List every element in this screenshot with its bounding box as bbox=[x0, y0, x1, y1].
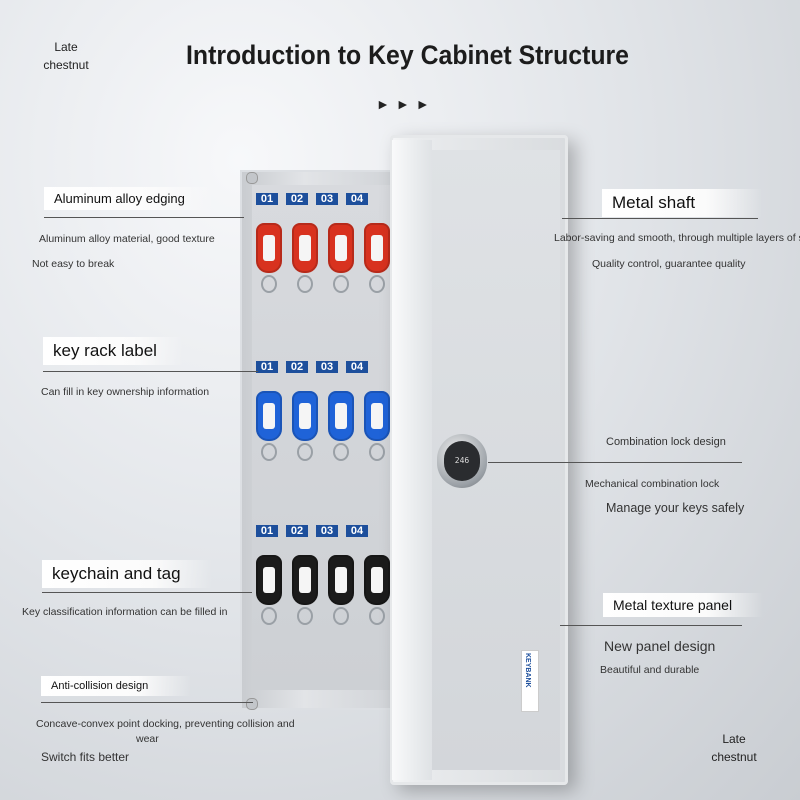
slot-number-label: 01 bbox=[256, 525, 278, 537]
hinge-top-icon bbox=[246, 172, 258, 184]
label-key-rack: key rack label bbox=[43, 337, 183, 365]
callout-line-shaft bbox=[562, 218, 758, 219]
key-tag-icon bbox=[292, 555, 318, 605]
keychain bbox=[256, 223, 282, 293]
slot-number-label: 04 bbox=[346, 361, 368, 373]
key-ring-icon bbox=[369, 275, 385, 293]
keychain bbox=[256, 391, 282, 461]
key-tag-icon bbox=[292, 391, 318, 441]
door-aluminum-frame bbox=[392, 140, 432, 780]
desc-shaft-2: Quality control, guarantee quality bbox=[592, 258, 746, 270]
brand-line-1: Late bbox=[722, 732, 746, 746]
callout-line-anti bbox=[41, 702, 253, 703]
keychain bbox=[292, 223, 318, 293]
key-ring-icon bbox=[261, 443, 277, 461]
key-tag-icon bbox=[364, 223, 390, 273]
brand-line-2: chestnut bbox=[711, 750, 757, 764]
keychain-row bbox=[256, 555, 390, 625]
key-ring-icon bbox=[297, 443, 313, 461]
key-tag-icon bbox=[256, 391, 282, 441]
brand-top-left: Late chestnut bbox=[40, 38, 92, 74]
keychain bbox=[328, 223, 354, 293]
hinge-bottom-icon bbox=[246, 698, 258, 710]
key-ring-icon bbox=[369, 607, 385, 625]
keychain bbox=[328, 555, 354, 625]
arrows-icon: ►►► bbox=[376, 96, 436, 112]
keychain bbox=[364, 391, 390, 461]
brand-line-2: chestnut bbox=[43, 58, 89, 72]
cabinet-interior: 01 02 03 04 01 02 03 04 01 02 03 04 bbox=[252, 185, 392, 690]
desc-anti-3: Switch fits better bbox=[41, 750, 130, 764]
callout-line-keychain bbox=[42, 592, 252, 593]
slot-number-row: 01 02 03 04 bbox=[256, 361, 390, 373]
keychain bbox=[292, 555, 318, 625]
desc-lock-1: Mechanical combination lock bbox=[585, 478, 720, 490]
label-keychain-tag: keychain and tag bbox=[42, 560, 212, 588]
keychain bbox=[292, 391, 318, 461]
desc-lock-2: Manage your keys safely bbox=[606, 501, 745, 515]
callout-line-rack bbox=[43, 371, 258, 372]
label-anti-collision: Anti-collision design bbox=[41, 676, 191, 696]
key-ring-icon bbox=[261, 275, 277, 293]
desc-edging-1: Aluminum alloy material, good texture bbox=[39, 233, 215, 245]
brand-plate: KEYBANK bbox=[521, 650, 539, 712]
label-combination-lock: Combination lock design bbox=[606, 436, 726, 448]
key-tag-icon bbox=[364, 555, 390, 605]
slot-number-label: 03 bbox=[316, 525, 338, 537]
callout-line-lock bbox=[488, 462, 742, 463]
slot-number-label: 02 bbox=[286, 525, 308, 537]
keychain bbox=[328, 391, 354, 461]
page-title: Introduction to Key Cabinet Structure bbox=[185, 40, 630, 70]
key-rack-row: 01 02 03 04 bbox=[256, 193, 390, 293]
key-tag-icon bbox=[256, 223, 282, 273]
key-ring-icon bbox=[297, 275, 313, 293]
key-tag-icon bbox=[364, 391, 390, 441]
lock-dial: 246 bbox=[444, 441, 480, 481]
key-ring-icon bbox=[369, 443, 385, 461]
keychain bbox=[364, 555, 390, 625]
keychain-row bbox=[256, 391, 390, 461]
label-metal-panel: Metal texture panel bbox=[603, 593, 763, 617]
slot-number-label: 01 bbox=[256, 361, 278, 373]
slot-number-label: 03 bbox=[316, 193, 338, 205]
keychain bbox=[256, 555, 282, 625]
key-tag-icon bbox=[328, 555, 354, 605]
key-tag-icon bbox=[256, 555, 282, 605]
slot-number-label: 03 bbox=[316, 361, 338, 373]
label-metal-shaft: Metal shaft bbox=[602, 189, 762, 217]
slot-number-row: 01 02 03 04 bbox=[256, 193, 390, 205]
desc-anti-1: Concave-convex point docking, preventing… bbox=[36, 718, 295, 730]
key-ring-icon bbox=[333, 607, 349, 625]
slot-number-label: 02 bbox=[286, 361, 308, 373]
keychain-row bbox=[256, 223, 390, 293]
key-rack-row: 01 02 03 04 bbox=[256, 361, 390, 461]
slot-number-label: 04 bbox=[346, 193, 368, 205]
key-ring-icon bbox=[333, 443, 349, 461]
key-ring-icon bbox=[297, 607, 313, 625]
callout-line-edging bbox=[44, 217, 244, 218]
desc-keychain-1: Key classification information can be fi… bbox=[22, 606, 228, 618]
desc-panel-2: Beautiful and durable bbox=[600, 664, 700, 676]
plate-text: KEYBANK bbox=[524, 653, 531, 688]
label-aluminum-edging: Aluminum alloy edging bbox=[44, 187, 214, 210]
key-tag-icon bbox=[328, 223, 354, 273]
slot-number-label: 04 bbox=[346, 525, 368, 537]
desc-edging-2: Not easy to break bbox=[32, 258, 115, 270]
brand-line-1: Late bbox=[54, 40, 78, 54]
keychain bbox=[364, 223, 390, 293]
desc-rack-1: Can fill in key ownership information bbox=[41, 386, 210, 398]
slot-number-row: 01 02 03 04 bbox=[256, 525, 390, 537]
key-tag-icon bbox=[292, 223, 318, 273]
desc-anti-2: wear bbox=[136, 733, 159, 745]
desc-panel-1: New panel design bbox=[604, 638, 716, 654]
key-ring-icon bbox=[261, 607, 277, 625]
callout-line-panel bbox=[560, 625, 742, 626]
desc-shaft-1: Labor-saving and smooth, through multipl… bbox=[554, 232, 800, 244]
brand-bottom-right: Late chestnut bbox=[706, 730, 762, 766]
slot-number-label: 01 bbox=[256, 193, 278, 205]
key-ring-icon bbox=[333, 275, 349, 293]
slot-number-label: 02 bbox=[286, 193, 308, 205]
key-tag-icon bbox=[328, 391, 354, 441]
key-rack-row: 01 02 03 04 bbox=[256, 525, 390, 625]
